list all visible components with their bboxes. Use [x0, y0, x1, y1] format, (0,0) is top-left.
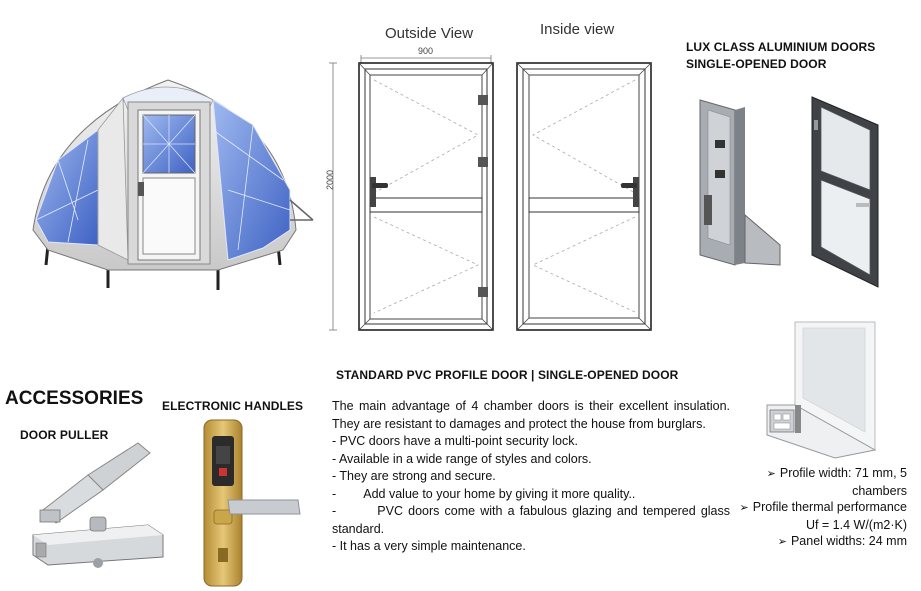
width-dimension-label: 900	[418, 46, 434, 56]
description-bullet: - PVC doors have a multi-point security …	[332, 434, 578, 448]
spec-line: ➢Panel widths: 24 mm	[777, 534, 907, 548]
inside-view-title: Inside view	[540, 21, 615, 38]
spec-line: ➢Profile thermal performance	[739, 500, 907, 514]
description-bullet: - Available in a wide range of styles an…	[332, 451, 592, 466]
electronic-handle-image	[200, 418, 305, 588]
spec-line: Uf = 1.4 W/(m2·K)	[805, 517, 907, 532]
outside-view-title: Outside View	[385, 25, 474, 42]
profile-specs: ➢Profile width: 71 mm, 5 chambers ➢Profi…	[700, 465, 907, 551]
door-puller-image	[28, 435, 178, 570]
arrow-bullet-icon: ➢	[766, 468, 776, 480]
standard-pvc-title: STANDARD PVC PROFILE DOOR | SINGLE-OPENE…	[336, 368, 679, 382]
lux-title-line2: SINGLE-OPENED DOOR	[686, 57, 827, 71]
door-puller-title: DOOR PULLER	[20, 428, 109, 442]
dome-illustration	[28, 70, 318, 295]
description-bullet: - PVC doors come with a fabulous glazing…	[332, 504, 734, 536]
arrow-bullet-icon: ➢	[739, 502, 749, 514]
lux-title-line1: LUX CLASS ALUMINIUM DOORS	[686, 40, 876, 54]
standard-pvc-description: The main advantage of 4 chamber doors is…	[332, 398, 730, 556]
description-bullet: - Add value to your home by giving it mo…	[332, 486, 636, 501]
outside-door-drawing	[328, 55, 498, 335]
description-bullet: - It has a very simple maintenance.	[332, 539, 526, 553]
aluminium-door-image	[808, 95, 883, 290]
spec-line: ➢Profile width: 71 mm, 5	[766, 466, 907, 480]
inside-door-drawing	[515, 60, 655, 332]
pvc-profile-image	[765, 320, 880, 460]
accessories-title: ACCESSORIES	[5, 388, 144, 409]
spec-line: chambers	[852, 483, 907, 498]
description-intro: The main advantage of 4 chamber doors is…	[332, 399, 730, 431]
aluminium-profile-image	[690, 95, 785, 275]
description-bullet: - They are strong and secure.	[332, 469, 496, 483]
electronic-handles-title: ELECTRONIC HANDLES	[162, 399, 304, 413]
arrow-bullet-icon: ➢	[777, 536, 787, 548]
